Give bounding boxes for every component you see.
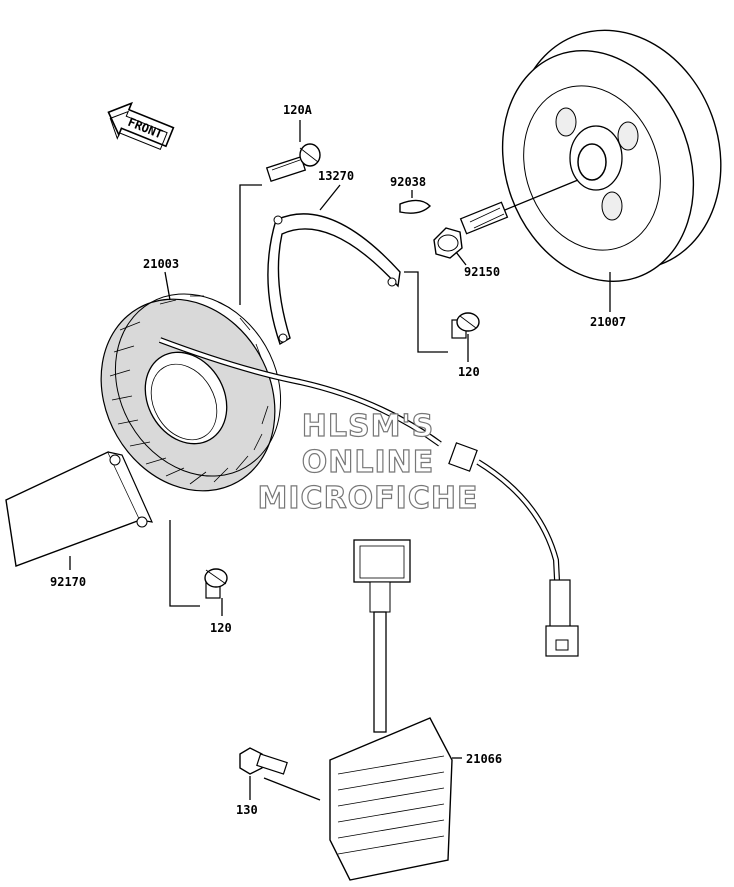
part-label-92170[interactable]: 92170 xyxy=(50,575,86,589)
rotor-21007[interactable] xyxy=(471,1,734,308)
part-label-92038[interactable]: 92038 xyxy=(390,175,426,189)
leader-92150-label xyxy=(455,251,467,266)
leader-120-bottom xyxy=(169,520,200,607)
part-label-21007[interactable]: 21007 xyxy=(590,315,626,329)
leader-120-top xyxy=(404,271,448,353)
part-label-21066[interactable]: 21066 xyxy=(466,752,502,766)
part-label-120a[interactable]: 120A xyxy=(283,103,313,117)
leader-21003-label xyxy=(164,271,171,301)
cover-92170[interactable] xyxy=(5,451,154,567)
part-label-120-bottom[interactable]: 120 xyxy=(210,621,232,635)
part-label-21003[interactable]: 21003 xyxy=(143,257,179,271)
bolt-130[interactable] xyxy=(239,747,288,775)
leader-130 xyxy=(263,777,321,801)
watermark-line3: MICROFICHE xyxy=(258,481,479,516)
stator-21003[interactable] xyxy=(67,264,313,523)
plate-13270[interactable] xyxy=(267,213,401,346)
bolt-120-top[interactable] xyxy=(451,312,480,339)
leader-13270-label xyxy=(319,184,341,211)
regulator-21066[interactable] xyxy=(329,539,453,881)
part-label-130[interactable]: 130 xyxy=(236,803,258,817)
front-arrow-icon: FRONT xyxy=(107,101,175,151)
watermark-line1: HLSM'S xyxy=(302,409,434,444)
watermark-line2: ONLINE xyxy=(302,445,435,480)
bolt-120-bottom[interactable] xyxy=(204,568,228,599)
part-label-92150[interactable]: 92150 xyxy=(464,265,500,279)
leader-120a xyxy=(239,184,262,305)
part-label-13270[interactable]: 13270 xyxy=(318,169,354,183)
part-label-120-top[interactable]: 120 xyxy=(458,365,480,379)
stator-wire-harness[interactable] xyxy=(158,337,579,657)
bolt-92150[interactable] xyxy=(433,179,579,259)
key-92038[interactable] xyxy=(399,199,431,214)
bolt-120a[interactable] xyxy=(265,143,321,183)
